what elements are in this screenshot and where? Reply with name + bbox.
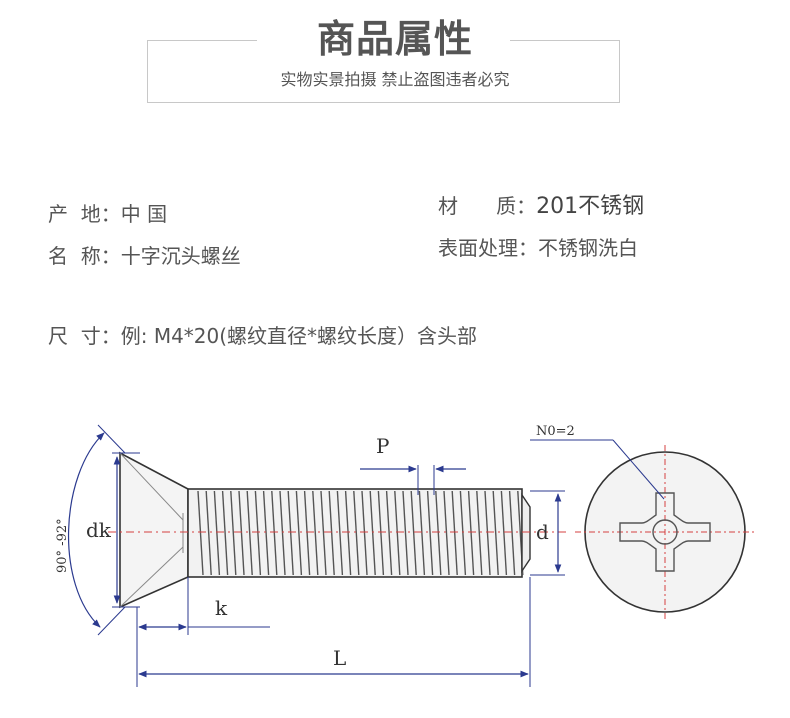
- thread-line: [303, 490, 311, 576]
- head-recess-line: [119, 452, 184, 521]
- angle-label: 90° -92°: [55, 518, 70, 573]
- thread-line: [287, 490, 294, 576]
- header-line-right: [510, 40, 620, 41]
- thread-line: [213, 490, 221, 576]
- spec-size-label: 尺 寸：: [48, 324, 121, 348]
- spec-size-value: 例: M4*20(螺纹直径*螺纹长度）含头部: [120, 324, 478, 348]
- thread-line: [377, 490, 385, 576]
- thread-line: [328, 490, 335, 576]
- thread-line: [262, 490, 270, 576]
- drive-label: N0=2: [536, 424, 575, 439]
- spec-surface-value: 不锈钢洗白: [538, 236, 638, 260]
- thread-line: [500, 490, 508, 576]
- spec-name: 名 称：十字沉头螺丝: [48, 240, 241, 269]
- screw-head: [119, 451, 189, 609]
- thread-line: [402, 490, 409, 576]
- thread-line: [353, 490, 360, 576]
- thread-line: [418, 490, 426, 576]
- thread-line: [344, 490, 352, 576]
- angle-arc: [68, 432, 105, 628]
- spec-material: 材 质：201不锈钢: [438, 188, 644, 220]
- thread-line: [246, 490, 253, 576]
- k-label: k: [215, 596, 228, 620]
- page-title-text: 商品属性: [294, 16, 495, 61]
- spec-size: 尺 寸：例: M4*20(螺纹直径*螺纹长度）含头部: [48, 320, 477, 349]
- screw-threads: [197, 490, 524, 576]
- screw-tip: [521, 492, 531, 574]
- d-label: d: [536, 520, 549, 544]
- dk-label: dk: [86, 518, 112, 542]
- head-recess-line-2: [119, 546, 184, 608]
- thread-line: [361, 490, 368, 576]
- thread-line: [459, 490, 467, 576]
- thread-line: [279, 490, 286, 576]
- screw-diagram: dk 90° -92° P d k L N0=2: [55, 424, 755, 687]
- phillips-cross-icon: [619, 492, 711, 572]
- thread-line: [320, 490, 327, 576]
- thread-line: [508, 490, 516, 576]
- length-label: L: [333, 646, 346, 670]
- thread-line: [369, 490, 376, 576]
- header-frame: [147, 40, 620, 103]
- thread-line: [451, 490, 458, 576]
- thread-line: [492, 490, 499, 576]
- spec-surface-label: 表面处理：: [438, 236, 538, 260]
- thread-line: [221, 490, 229, 576]
- thread-line: [484, 490, 491, 576]
- spec-origin: 产 地：中 国: [48, 198, 167, 227]
- spec-origin-label: 产 地：: [48, 202, 121, 226]
- page-title: 商品属性: [0, 8, 790, 63]
- thread-line: [426, 490, 434, 576]
- spec-origin-value: 中 国: [120, 202, 168, 226]
- page-subtitle: 实物实景拍摄 禁止盗图违者必究: [280, 70, 510, 89]
- thread-line: [295, 490, 303, 576]
- pitch-label: P: [376, 434, 389, 458]
- spec-material-value: 201不锈钢: [536, 194, 645, 219]
- thread-line: [197, 490, 204, 576]
- thread-line: [435, 490, 442, 576]
- thread-line: [271, 490, 278, 576]
- thread-line: [410, 490, 417, 576]
- thread-line: [205, 490, 212, 576]
- drive-leader: [612, 439, 665, 500]
- thread-line: [230, 490, 237, 576]
- thread-line: [238, 490, 245, 576]
- thread-line: [394, 490, 401, 576]
- spec-surface: 表面处理：不锈钢洗白: [438, 232, 638, 261]
- thread-line: [336, 490, 344, 576]
- thread-line: [443, 490, 450, 576]
- spec-material-label: 材 质：: [438, 194, 537, 218]
- thread-line: [467, 490, 475, 576]
- thread-line: [254, 490, 262, 576]
- thread-line: [385, 490, 393, 576]
- thread-line: [476, 490, 483, 576]
- header-line-left: [147, 40, 257, 41]
- spec-name-label: 名 称：: [48, 244, 121, 268]
- thread-line: [312, 490, 319, 576]
- spec-name-value: 十字沉头螺丝: [120, 244, 241, 268]
